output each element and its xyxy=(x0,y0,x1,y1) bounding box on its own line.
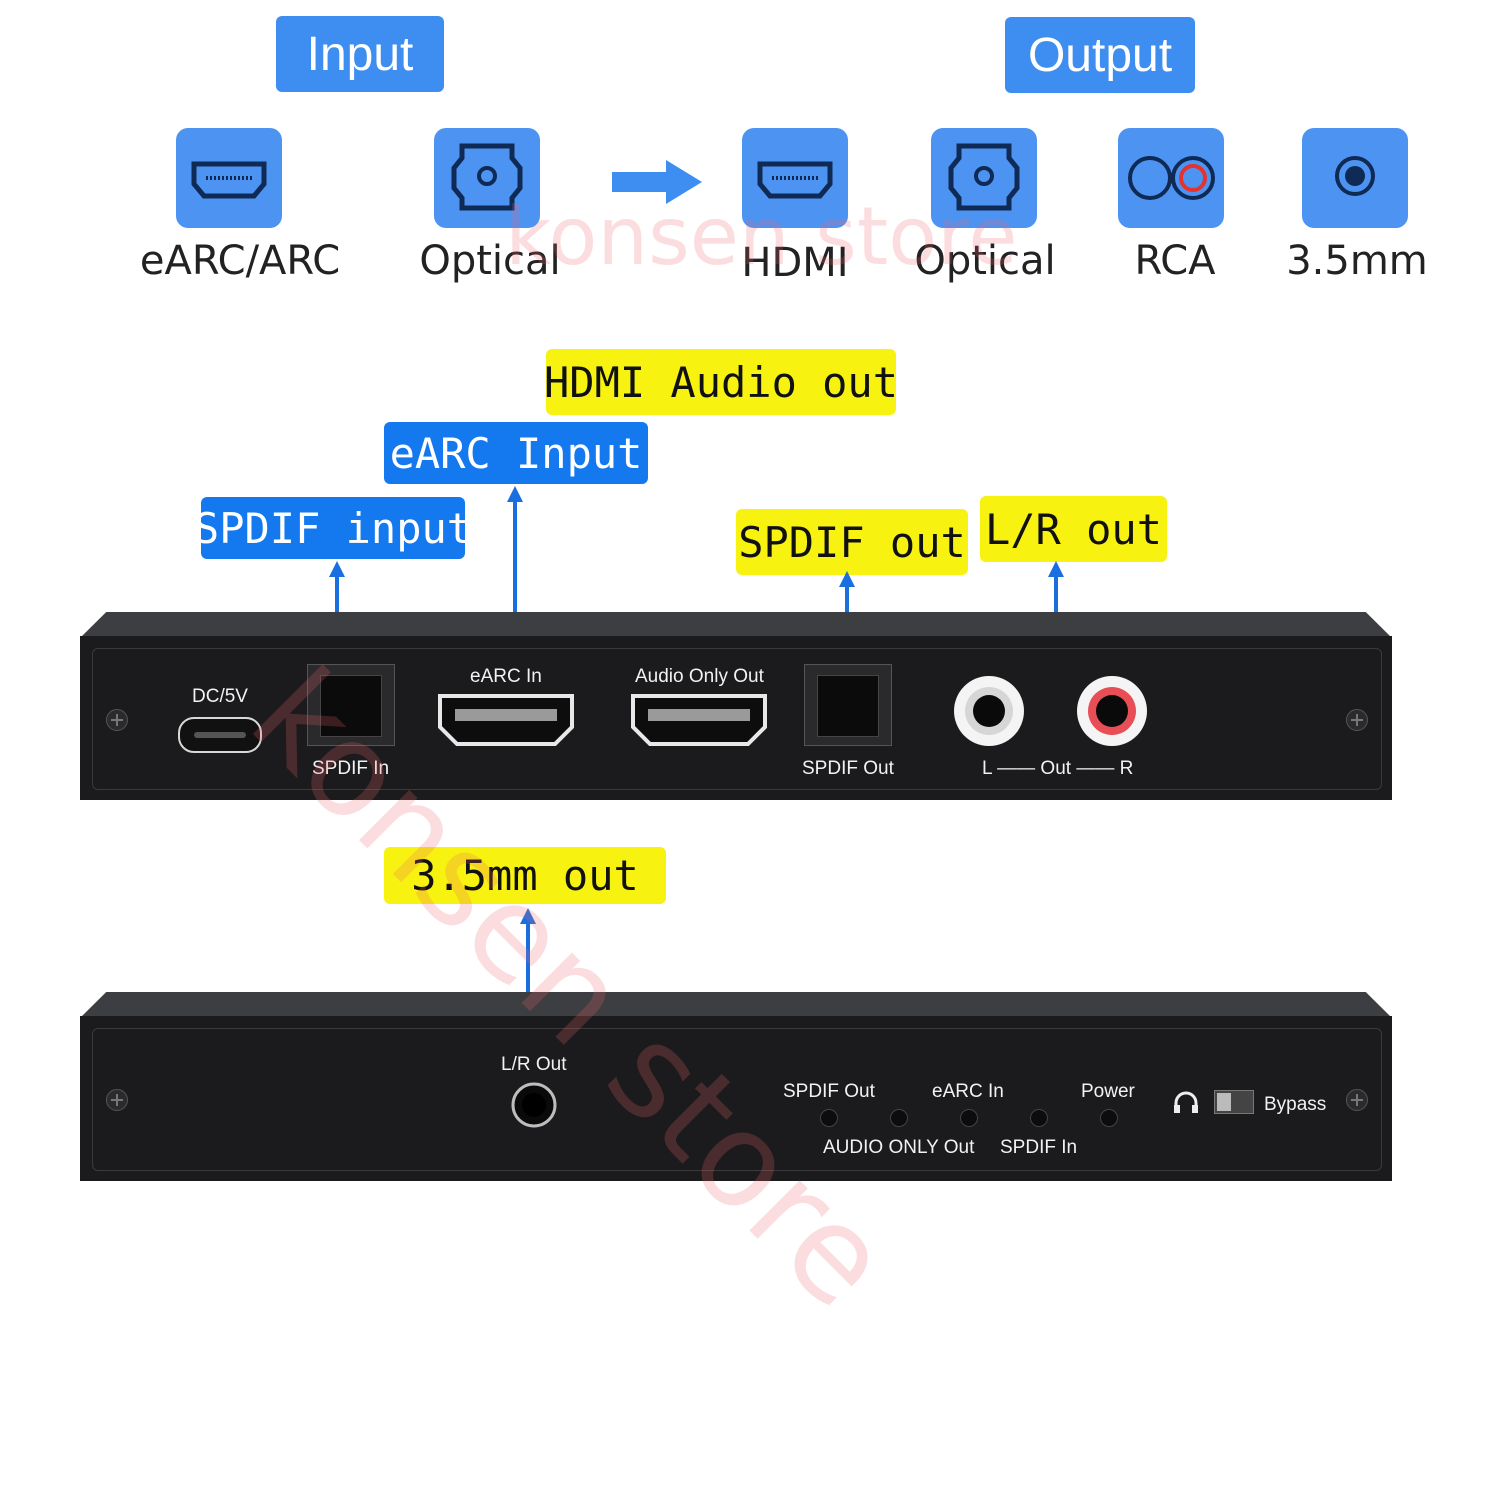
lr-out-label: L/R Out xyxy=(501,1054,567,1075)
led-audio-only-out-label: AUDIO ONLY Out xyxy=(823,1137,975,1158)
callout-spdif-out: SPDIF out xyxy=(736,509,968,575)
optical-port-out[interactable] xyxy=(804,664,892,746)
hdmi-icon xyxy=(176,128,282,228)
callout-earc-input: eARC Input xyxy=(384,422,648,484)
screw-icon xyxy=(106,1089,128,1111)
hdmi-port-audio-only[interactable] xyxy=(630,693,768,747)
led-spdif-out-label: SPDIF Out xyxy=(783,1081,875,1102)
optical-output-label: Optical xyxy=(914,238,1056,284)
led-earc-in xyxy=(960,1109,978,1127)
optical-port-in[interactable] xyxy=(307,664,395,746)
output-header: Output xyxy=(1005,17,1195,93)
hdmi-icon xyxy=(742,128,848,228)
optical-input-label: Optical xyxy=(419,238,561,284)
rca-label: RCA xyxy=(1134,238,1216,284)
led-power xyxy=(1100,1109,1118,1127)
led-spdif-out xyxy=(820,1109,838,1127)
spdif-in-label: SPDIF In xyxy=(312,758,390,779)
callout-lr-out: L/R out xyxy=(980,496,1167,562)
rca-label: L —— Out —— R xyxy=(982,758,1134,779)
usb-c-port[interactable] xyxy=(178,717,262,753)
led-earc-in-label: eARC In xyxy=(932,1081,1004,1102)
arrow-right-icon xyxy=(612,160,702,204)
rca-left-port[interactable] xyxy=(952,674,1026,748)
callout-spdif-input: SPDIF input xyxy=(194,497,472,559)
optical-icon xyxy=(931,128,1037,228)
audio-only-out-label: Audio Only Out xyxy=(635,666,764,687)
spdif-out-label: SPDIF Out xyxy=(802,758,894,779)
callout-jack-out: 3.5mm out xyxy=(384,847,666,904)
led-spdif-in xyxy=(1030,1109,1048,1127)
input-header: Input xyxy=(276,16,444,92)
earc-arc-label: eARC/ARC xyxy=(139,238,341,284)
hdmi-port-earc[interactable] xyxy=(437,693,575,747)
optical-icon xyxy=(434,128,540,228)
screw-icon xyxy=(106,709,128,731)
pointer-earc-in xyxy=(507,486,523,665)
earc-in-label: eARC In xyxy=(470,666,542,687)
jack-icon xyxy=(1302,128,1408,228)
rca-right-port[interactable] xyxy=(1075,674,1149,748)
jack-label: 3.5mm xyxy=(1286,238,1428,284)
pointer-jack-out xyxy=(520,908,536,1027)
hdmi-output-label: HDMI xyxy=(741,240,849,286)
led-power-label: Power xyxy=(1081,1081,1135,1102)
jack-port[interactable] xyxy=(511,1082,557,1128)
rca-icon xyxy=(1118,128,1224,228)
dc-label: DC/5V xyxy=(192,686,248,707)
screw-icon xyxy=(1346,709,1368,731)
screw-icon xyxy=(1346,1089,1368,1111)
bypass-switch[interactable] xyxy=(1214,1090,1254,1114)
callout-hdmi-audio-out: HDMI Audio out xyxy=(544,349,898,415)
led-spdif-in-label: SPDIF In xyxy=(1000,1137,1078,1158)
led-audio-only-out xyxy=(890,1109,908,1127)
headphone-icon xyxy=(1174,1091,1198,1113)
bypass-label: Bypass xyxy=(1264,1094,1327,1115)
